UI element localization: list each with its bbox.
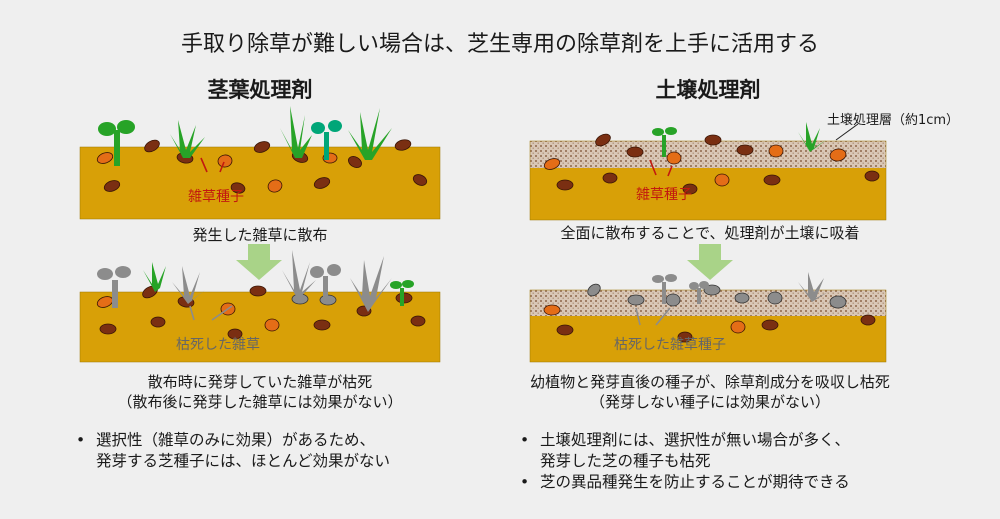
left-seed-label: 雑草種子 bbox=[188, 189, 244, 205]
left-bottom-soil bbox=[79, 291, 441, 363]
seed-brown bbox=[394, 139, 412, 151]
seed-brown bbox=[230, 182, 246, 194]
left-bottom-plants bbox=[97, 250, 414, 312]
dead-sprout bbox=[97, 266, 131, 308]
right-top-soil bbox=[530, 168, 886, 220]
left-top-plants bbox=[98, 106, 392, 166]
right-dead-label: 枯死した雑草種子 bbox=[614, 337, 726, 353]
bullet-dot: • bbox=[520, 473, 530, 491]
sprout-green bbox=[652, 127, 677, 157]
caption-line: 散布時に発芽していた雑草が枯死 bbox=[147, 373, 373, 391]
bullet-item: • 土壌処理剤には、選択性が無い場合が多く、 発芽した芝の種子も枯死 bbox=[520, 431, 851, 470]
grass-green bbox=[348, 108, 392, 160]
grass-green bbox=[280, 106, 312, 158]
caption-line: （散布後に発芽した雑草には効果がない） bbox=[117, 393, 403, 411]
sprout-green bbox=[390, 280, 414, 306]
left-dead-pointers bbox=[189, 305, 233, 321]
right-bottom-seeds bbox=[543, 283, 876, 343]
dead-grass bbox=[172, 266, 205, 304]
sprout-teal bbox=[311, 120, 342, 160]
sprout-green bbox=[98, 120, 135, 166]
left-top-soil bbox=[79, 146, 441, 220]
seed-brown bbox=[348, 156, 362, 168]
left-heading: 茎葉処理剤 bbox=[207, 78, 313, 102]
right-bottom-soil bbox=[530, 316, 886, 362]
seed-brown bbox=[253, 141, 271, 153]
caption-line: （発芽しない種子には効果がない） bbox=[589, 393, 830, 411]
right-top-plants bbox=[652, 122, 826, 157]
seed-brown bbox=[144, 139, 160, 153]
down-arrow bbox=[687, 244, 733, 280]
seed-orange bbox=[96, 152, 114, 164]
bullet-item: • 選択性（雑草のみに効果）があるため、 発芽する芝種子には、ほとんど効果がない bbox=[76, 431, 391, 470]
right-heading: 土壌処理剤 bbox=[655, 78, 761, 102]
dead-sprout bbox=[652, 274, 677, 304]
dead-grass bbox=[282, 250, 316, 300]
page-title: 手取り除草が難しい場合は、芝生専用の除草剤を上手に活用する bbox=[180, 32, 819, 57]
dead-grass bbox=[350, 256, 392, 312]
seed-brown bbox=[103, 180, 121, 192]
right-seed-label: 雑草種子 bbox=[636, 187, 692, 203]
left-caption-bottom: 散布時に発芽していた雑草が枯死 （散布後に発芽した雑草には効果がない） bbox=[60, 372, 460, 412]
left-bottom-seeds bbox=[96, 285, 426, 340]
bullet-dot: • bbox=[520, 431, 530, 449]
dead-sprout bbox=[689, 281, 709, 304]
grass-green bbox=[798, 122, 826, 152]
left-bullets: • 選択性（雑草のみに効果）があるため、 発芽する芝種子には、ほとんど効果がない bbox=[76, 430, 506, 472]
dead-grass bbox=[798, 272, 828, 302]
right-bottom-plants bbox=[652, 272, 828, 304]
grass-green bbox=[170, 120, 205, 158]
bullet-item: • 芝の異品種発生を防止することが期待できる bbox=[520, 473, 850, 491]
right-bullets: • 土壌処理剤には、選択性が無い場合が多く、 発芽した芝の種子も枯死 • 芝の異… bbox=[520, 430, 980, 493]
grass-green bbox=[143, 262, 166, 292]
seed-orange bbox=[267, 179, 283, 193]
seed-brown bbox=[313, 177, 331, 189]
left-dead-label: 枯死した雑草 bbox=[176, 337, 260, 353]
right-layer-label: 土壌処理層（約1cm） bbox=[827, 113, 959, 128]
dead-sprout bbox=[310, 264, 341, 302]
right-top-seeds bbox=[543, 133, 880, 195]
caption-line: 幼植物と発芽直後の種子が、除草剤成分を吸収し枯死 bbox=[530, 373, 890, 391]
right-seed-pointers bbox=[649, 159, 673, 177]
bullet-dot: • bbox=[76, 431, 86, 449]
left-seed-pointers bbox=[200, 157, 225, 173]
right-caption-bottom: 幼植物と発芽直後の種子が、除草剤成分を吸収し枯死 （発芽しない種子には効果がない… bbox=[480, 372, 940, 412]
left-caption-top: 発生した雑草に散布 bbox=[192, 226, 328, 244]
left-top-seeds bbox=[96, 139, 428, 194]
seed-orange bbox=[217, 154, 233, 168]
right-top-treated-layer bbox=[530, 141, 886, 168]
right-dead-pointers bbox=[635, 307, 671, 326]
right-caption-top: 全面に散布することで、処理剤が土壌に吸着 bbox=[560, 224, 860, 242]
down-arrow bbox=[236, 244, 282, 280]
seed-brown bbox=[412, 174, 428, 186]
